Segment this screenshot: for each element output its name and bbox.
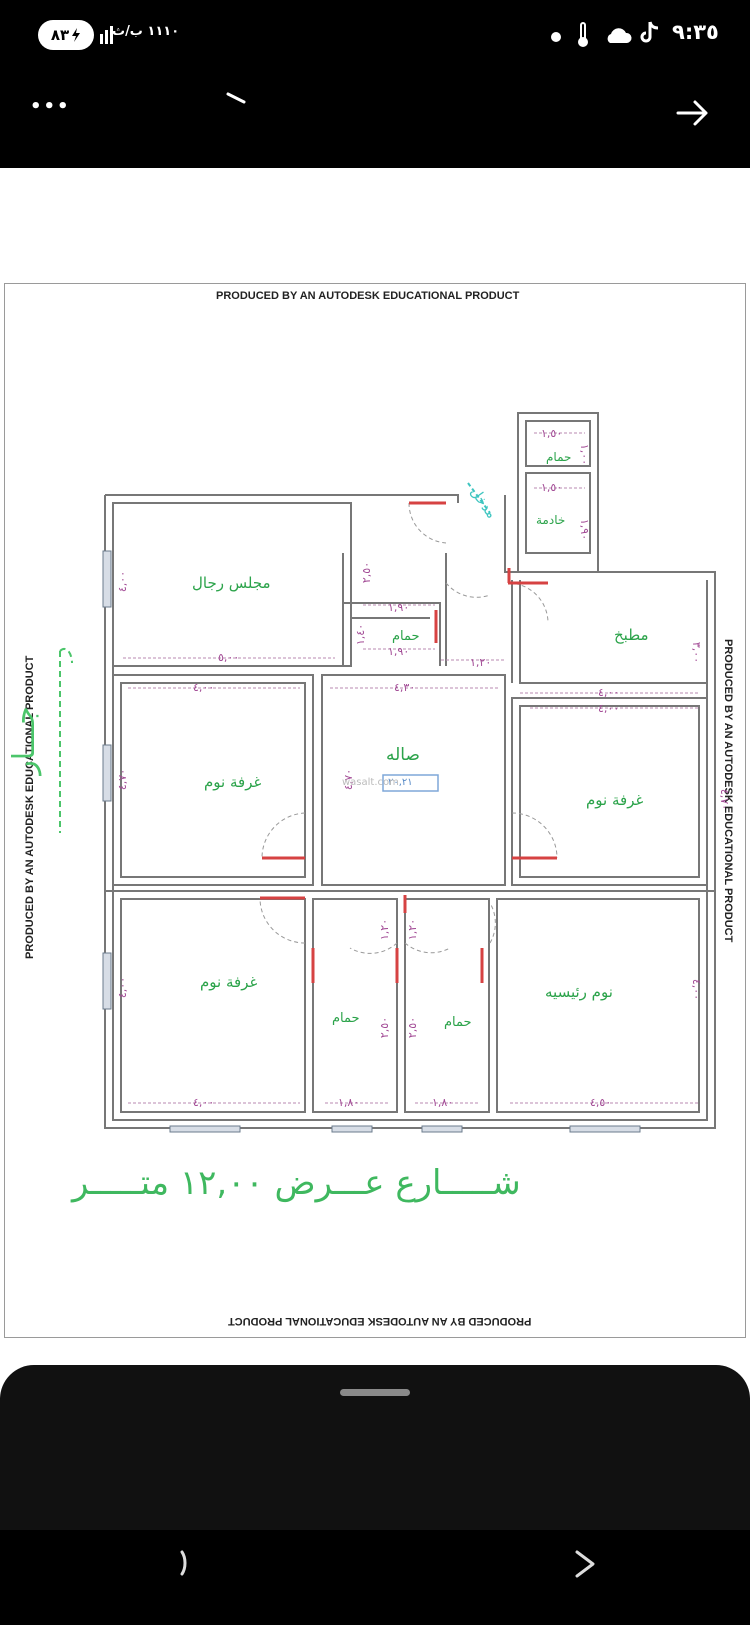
dim-majlis-width: ٥,٠٠ [218,651,240,664]
dim-lower-bath-1-width: ١,٨٠ [338,1096,360,1109]
dim-hall-width: ٤,٣٠ [394,681,416,694]
dim-bath-height: ١,٤٠ [354,623,368,646]
battery-level: ٨٣ [50,26,70,44]
thermometer-icon [578,22,588,47]
dim-lower-bath-2-height: ٢,٥٠ [406,1016,420,1039]
dim-door-gap-1: ١,٢٠ [378,918,392,941]
back-gesture-icon[interactable] [178,1548,188,1578]
arrow-right-icon[interactable] [675,98,711,128]
sheet-frame [4,283,746,1338]
room-label-bed-right: غرفة نوم [586,791,644,809]
room-label-bed-left: غرفة نوم [204,773,262,791]
signal-bars-icon [100,26,113,44]
dim-maid-height: ١,٩٠ [578,518,592,541]
room-label-bed-bottom-left: غرفة نوم [200,973,258,991]
battery-indicator: ٨٣ [38,20,94,50]
loading-spinner-icon [226,92,246,104]
drag-handle[interactable] [340,1389,410,1396]
dim-bed-right-height: ٤,٧٠ [718,788,732,811]
floor-plan-image: PRODUCED BY AN AUTODESK EDUCATIONAL PROD… [0,283,750,1340]
chevron-right-icon[interactable] [573,1548,597,1580]
dim-bed-right-width: ٤,٠٠ [598,702,620,715]
dim-bath-width-2: ١,٩٠ [388,645,410,658]
dim-kitchen-width: ٤,٠٠ [598,686,620,699]
dim-kitchen-height: ٣,٠٠ [690,641,704,664]
room-label-bath-ext: حمام [546,450,572,464]
battery-bolt-icon [72,28,81,42]
clock: ٩:٣٥ [672,20,719,44]
dim-lower-bath-2-width: ١,٨٠ [432,1096,454,1109]
floor-plan-drawing [59,412,716,1133]
site-watermark: wasalt.com [342,777,399,788]
room-label-maid: خادمة [536,513,566,527]
street-label: شـــــارع عـــرض ١٢,٠٠ متـــــر [72,1163,521,1203]
dim-maid-width: ١,٥٠ [541,481,563,494]
neighbor-label: جـــار [6,706,42,775]
dim-bath-width-1: ١,٩٠ [388,601,410,614]
dim-master-width: ٤,٥٠ [590,1096,612,1109]
dim-bed-bl-width: ٤,٠٠ [193,1096,215,1109]
watermark-top: PRODUCED BY AN AUTODESK EDUCATIONAL PROD… [216,290,520,302]
dim-hall-area: ٢٠,٢١ [388,777,413,788]
room-label-master: نوم رئيسيه [545,983,613,1001]
network-speed: ١١١٠ ب/ث [112,24,180,39]
cloud-icon [607,28,632,43]
room-label-kitchen: مطبخ [614,626,649,644]
tiktok-icon [640,21,659,43]
room-label-bath-lower-right: حمام [444,1015,472,1030]
dim-corridor-width: ١,٢٠ [470,656,492,669]
room-label-bath-upper: حمام [392,629,420,644]
room-label-bath-lower-left: حمام [332,1011,360,1026]
dim-bed-left-width: ٤,٠٠ [193,681,215,694]
dim-corridor-height: ٢,٥٠ [360,561,374,584]
status-bar: ٨٣ ١١١٠ ب/ث ٩:٣٥ ••• [0,0,750,168]
dim-ext-bath-height: ١,٠٠ [578,443,592,466]
dim-majlis-height: ٤,٠٠ [116,570,130,593]
more-options-button[interactable]: ••• [30,96,71,117]
dim-bed-left-height: ٤,٧٠ [116,768,130,791]
room-label-hall: صاله [386,745,420,765]
dim-ext-bath-width: ١,٥٠ [541,427,563,440]
navigation-bar [0,1530,750,1625]
dim-lower-bath-1-height: ٢,٥٠ [378,1016,392,1039]
dim-door-gap-2: ١,٢٠ [406,918,420,941]
dim-master-height: ٤,٠٠ [690,978,704,1001]
dim-bed-bl-height: ٤,٠٠ [116,976,130,999]
status-dot-icon [551,32,561,42]
room-label-majlis: مجلس رجال [192,574,271,592]
